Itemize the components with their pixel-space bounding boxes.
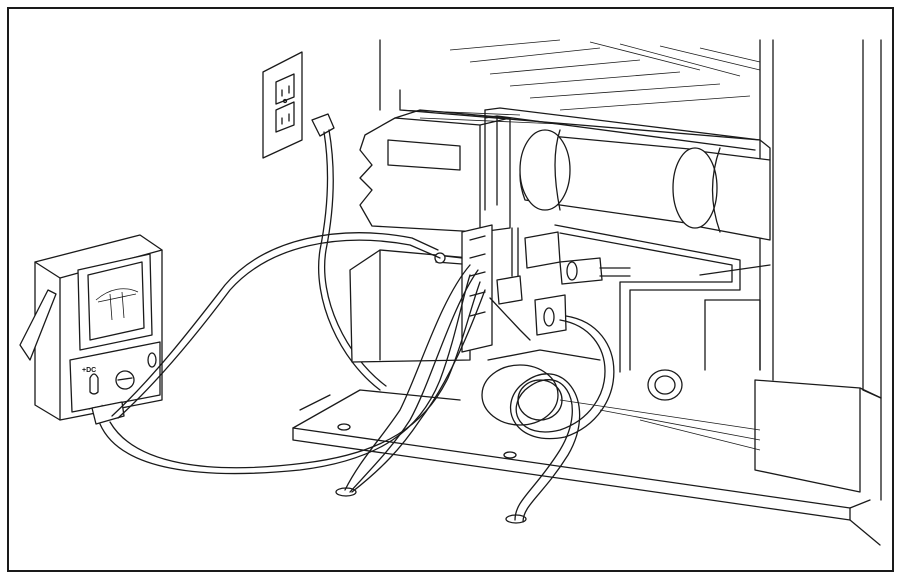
gas-line [510, 315, 615, 523]
burner-housing [349, 224, 601, 426]
meter-minus-terminal-label: - [88, 406, 91, 413]
refrigerator-cabinet [379, 39, 882, 501]
meter-test-leads [99, 232, 481, 475]
meter-control-panel [69, 341, 161, 413]
multimeter: +DC - + [19, 234, 163, 425]
meter-stand [19, 289, 57, 361]
control-box [359, 109, 511, 233]
illustration-frame: +DC - + [7, 7, 894, 572]
meter-selector-knob-icon [115, 370, 135, 390]
probe-leads [344, 264, 531, 493]
meter-display-window [77, 253, 153, 351]
meter-lead-plugs [91, 401, 125, 425]
meter-dc-label: +DC [82, 367, 96, 374]
absorber-cylinders [484, 107, 771, 401]
wall-outlet [262, 51, 303, 159]
gas-valve [434, 227, 631, 336]
refrigerator-wiring-illustration: +DC - + [7, 7, 894, 572]
diagram-border [7, 7, 894, 572]
